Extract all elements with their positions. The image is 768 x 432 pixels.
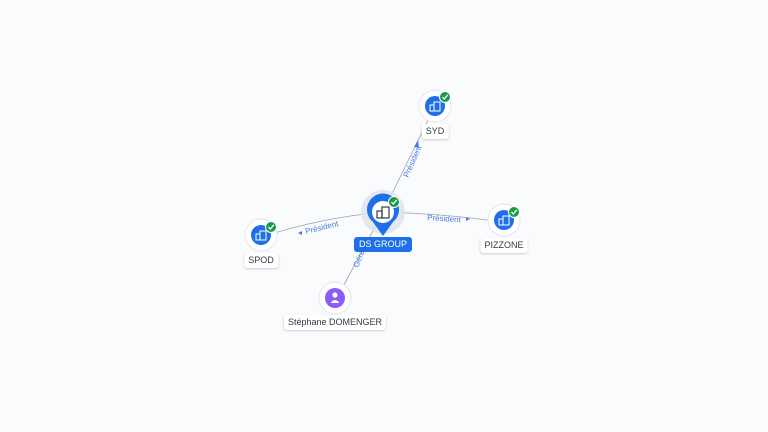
building-icon: [498, 215, 510, 226]
arrow-spod: [298, 231, 302, 235]
center-node-label[interactable]: DS GROUP: [353, 237, 413, 252]
building-icon: [376, 206, 390, 219]
verified-check-icon: [508, 206, 520, 218]
node-label-spod[interactable]: SPOD: [244, 253, 278, 268]
node-spod[interactable]: [244, 218, 278, 252]
arrow-pizzone: [466, 217, 470, 221]
edge-label-spod: Président: [304, 219, 340, 236]
node-syd[interactable]: [418, 89, 452, 123]
building-icon: [429, 101, 441, 112]
building-icon: [255, 230, 267, 241]
node-pizzone[interactable]: [487, 203, 521, 237]
verified-check-icon: [388, 196, 400, 208]
center-node[interactable]: [361, 190, 405, 236]
verified-check-icon: [265, 221, 277, 233]
edge-label-syd: Président: [402, 144, 424, 179]
node-person[interactable]: [318, 281, 352, 315]
verified-check-icon: [439, 91, 451, 103]
node-label-syd[interactable]: SYD: [421, 124, 449, 139]
node-label-pizzone[interactable]: PIZZONE: [480, 238, 528, 253]
arrow-syd: [414, 140, 419, 148]
edge-label-pizzone: Président: [427, 213, 462, 224]
person-icon: [330, 292, 340, 303]
node-label-person[interactable]: Stéphane DOMENGER: [283, 315, 387, 330]
